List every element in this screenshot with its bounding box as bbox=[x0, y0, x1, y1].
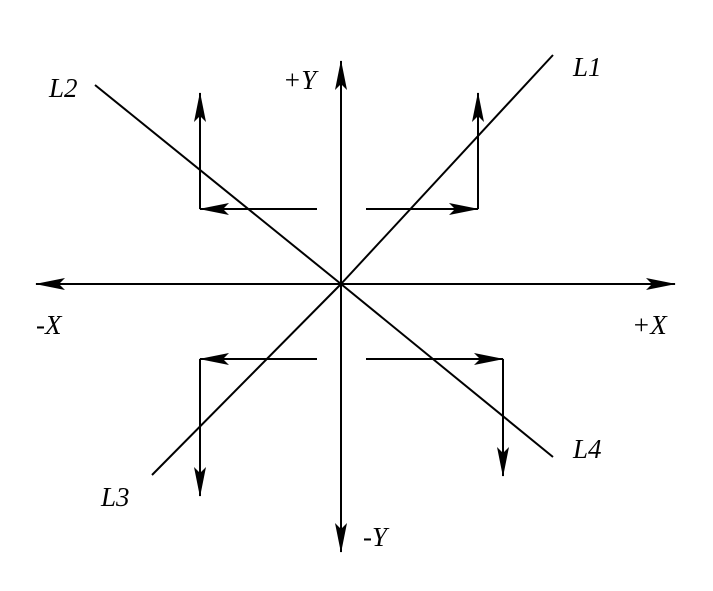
line-l4-segment bbox=[340, 283, 554, 458]
line-l4-label: L4 bbox=[572, 434, 602, 464]
line-l1-label: L1 bbox=[572, 52, 602, 82]
neg-y-label: -Y bbox=[363, 522, 390, 552]
pos-y-label: +Y bbox=[283, 65, 319, 95]
line-l3-segment bbox=[151, 283, 342, 476]
line-l3-label: L3 bbox=[100, 482, 130, 512]
line-l1-segment bbox=[340, 54, 554, 285]
neg-x-label: -X bbox=[36, 310, 63, 340]
line-l2-segment bbox=[94, 84, 342, 285]
line-l2-label: L2 bbox=[48, 73, 78, 103]
pos-x-label: +X bbox=[632, 310, 668, 340]
